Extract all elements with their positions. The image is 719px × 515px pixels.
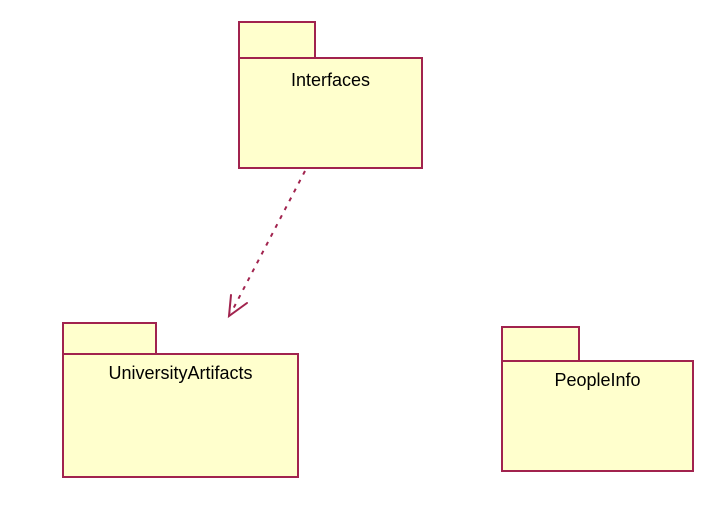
package-people-info-label: PeopleInfo — [554, 370, 641, 390]
dependency-dashed-line — [230, 170, 306, 314]
dependency-arrow-interfaces-to-universityartifacts[interactable] — [227, 170, 306, 319]
package-university-artifacts-label: UniversityArtifacts — [108, 363, 253, 383]
package-interfaces-label: Interfaces — [290, 70, 371, 90]
package-university-artifacts-body: UniversityArtifacts — [62, 353, 299, 478]
package-interfaces-body: Interfaces — [238, 57, 423, 169]
package-people-info-tab — [501, 326, 580, 360]
package-interfaces-tab — [238, 21, 316, 57]
dependency-open-arrowhead-icon — [227, 294, 248, 319]
package-people-info-body: PeopleInfo — [501, 360, 694, 472]
package-university-artifacts-tab — [62, 322, 157, 353]
